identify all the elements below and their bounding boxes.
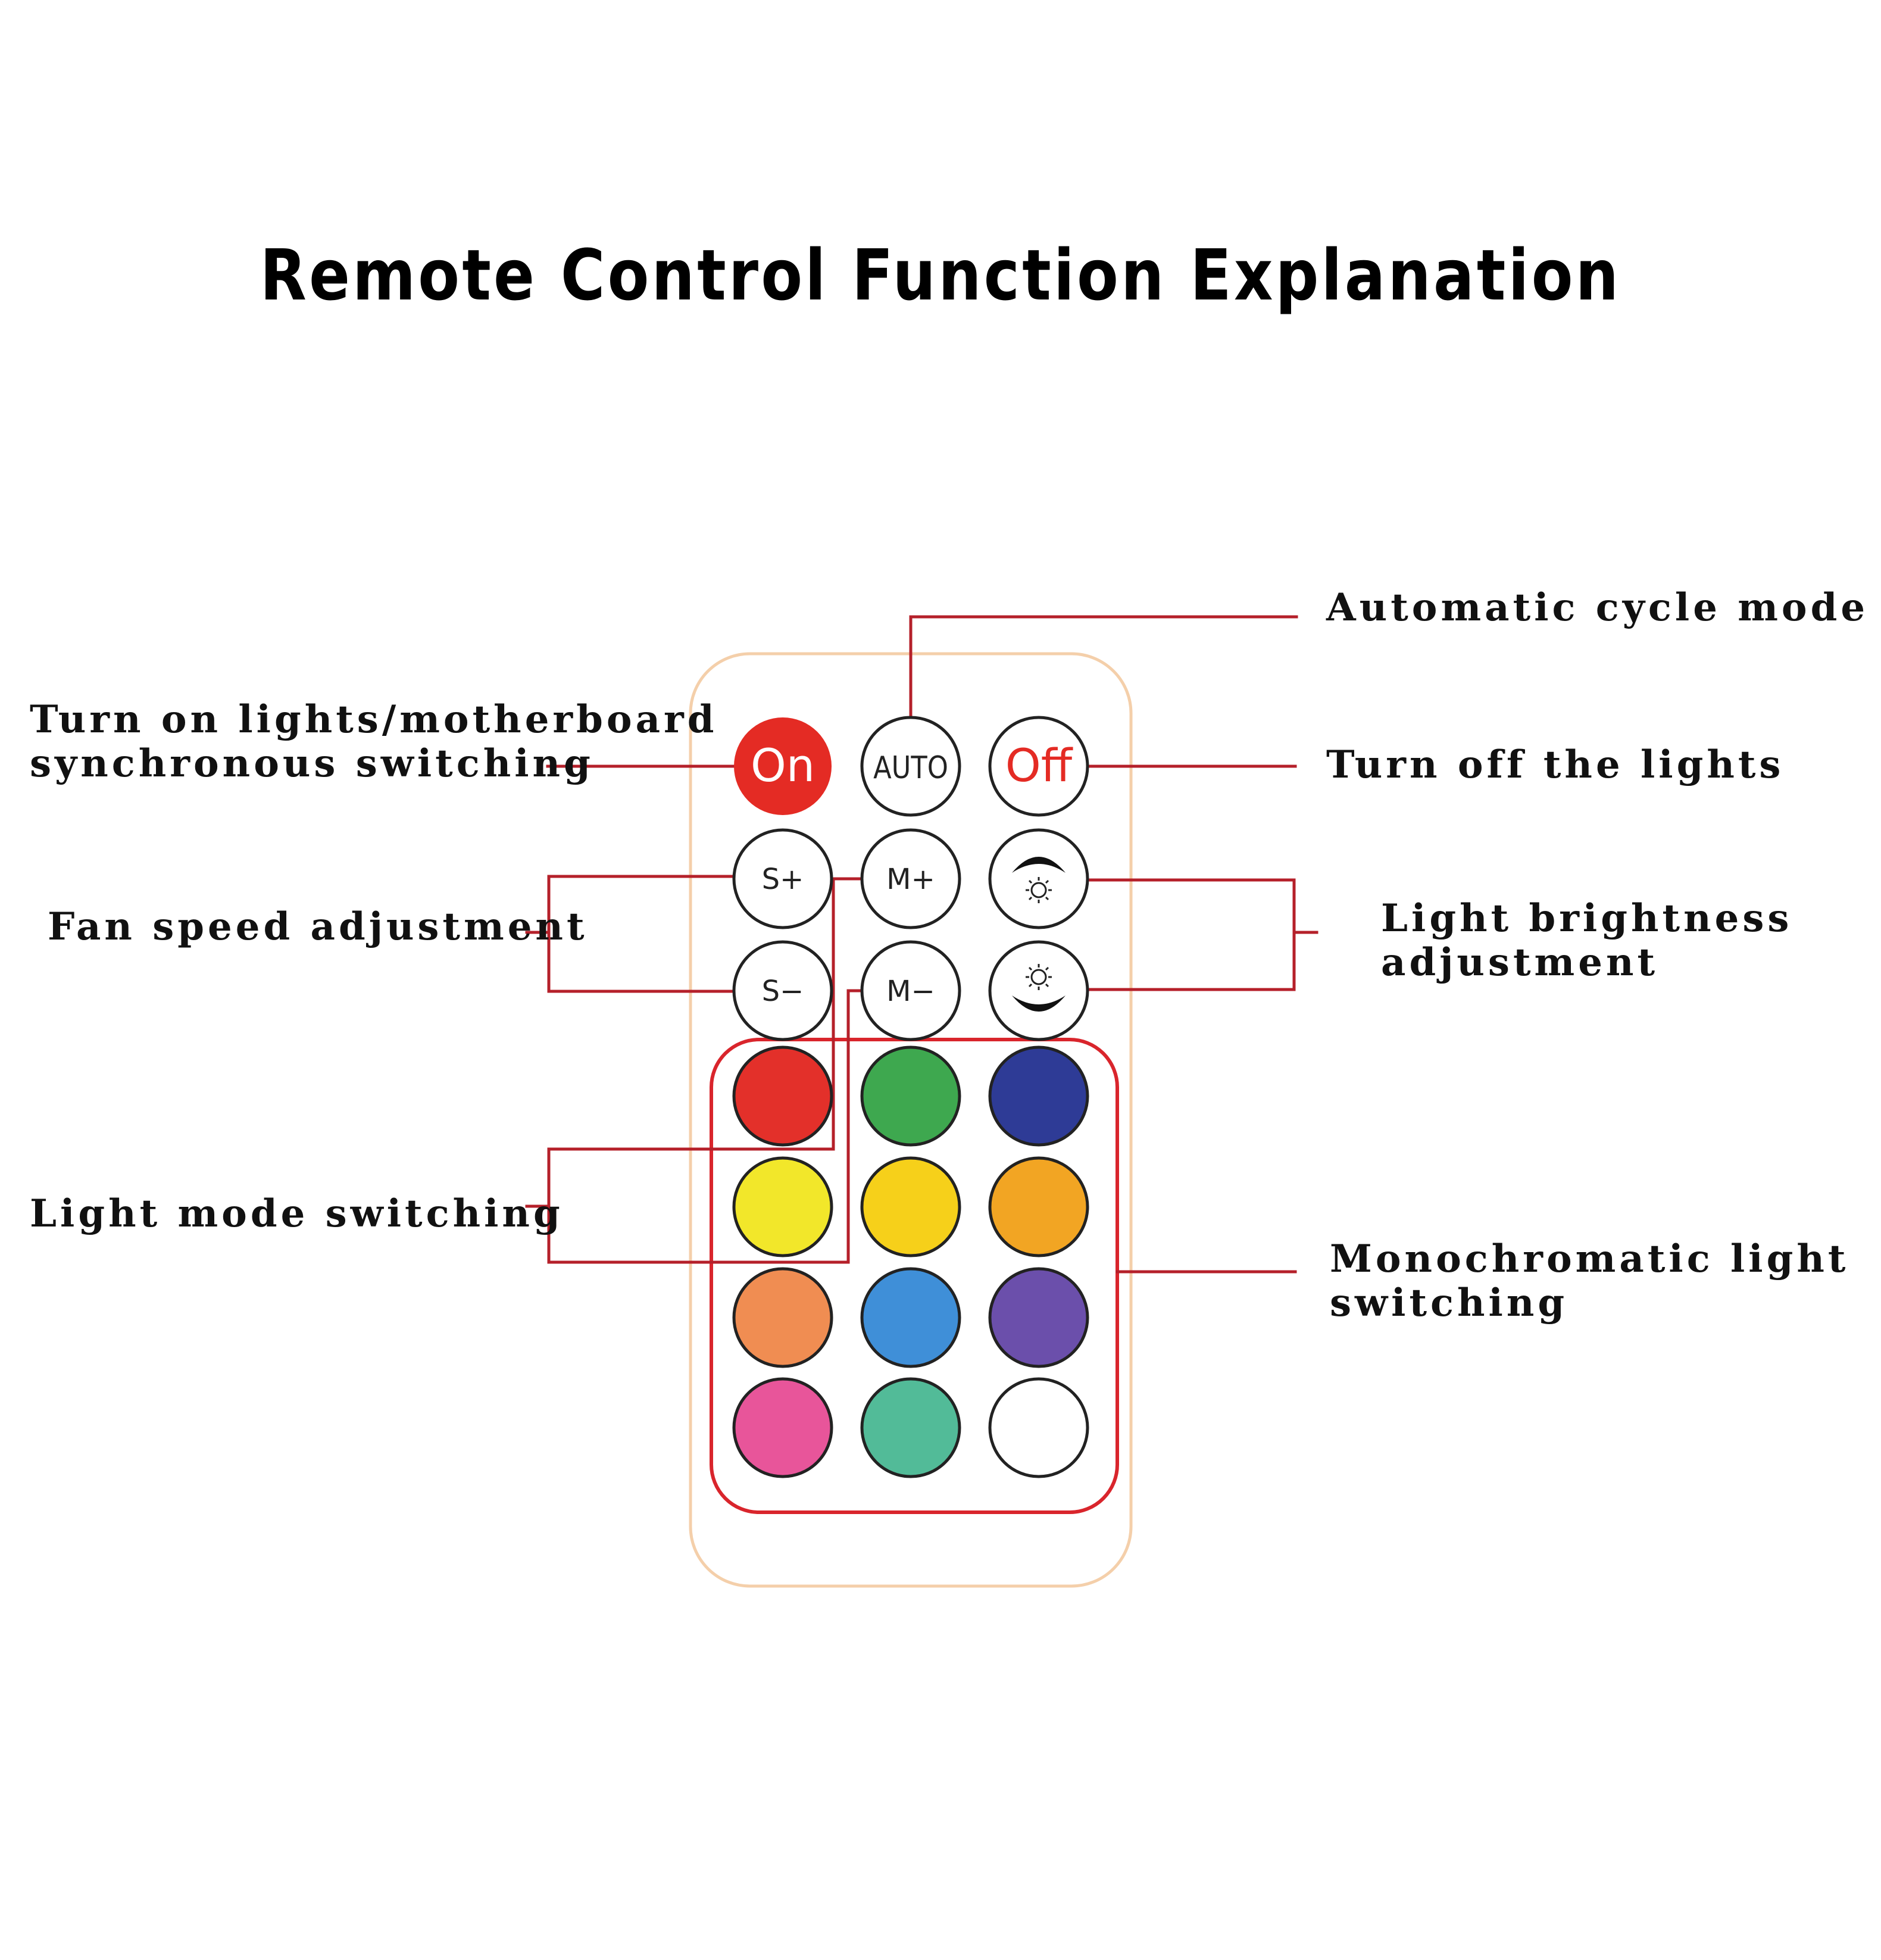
label-fan-speed: Fan speed adjustment <box>48 904 588 949</box>
color-button-pink[interactable] <box>732 1377 833 1478</box>
color-button-golden-yellow[interactable] <box>860 1156 961 1257</box>
speed-up-label: S+ <box>762 863 804 896</box>
brightness-up-icon <box>1012 857 1066 903</box>
off-button-label: Off <box>1005 739 1073 792</box>
label-light-mode: Light mode switching <box>30 1191 564 1236</box>
brightness-up-button[interactable] <box>988 828 1089 929</box>
label-mono-line1: Monochromatic light <box>1330 1237 1849 1281</box>
label-auto-cycle: Automatic cycle mode <box>1326 585 1869 630</box>
color-buttons-grid <box>732 1045 1089 1478</box>
label-turn-on-line1: Turn on lights/motherboard <box>30 697 718 742</box>
mode-up-button[interactable]: M+ <box>860 828 961 929</box>
label-turn-on: Turn on lights/motherboard synchronous s… <box>30 698 718 786</box>
color-button-sky-blue[interactable] <box>860 1267 961 1368</box>
speed-up-button[interactable]: S+ <box>732 828 833 929</box>
on-button[interactable]: On <box>734 717 832 815</box>
page-title: Remote Control Function Explanation <box>260 234 1621 316</box>
label-brightness: Light brightness adjustment <box>1381 897 1792 985</box>
color-button-light-orange[interactable] <box>732 1267 833 1368</box>
mode-down-label: M− <box>886 975 935 1008</box>
brightness-down-icon <box>1012 964 1066 1012</box>
color-button-green[interactable] <box>860 1045 961 1147</box>
label-brightness-line2: adjustment <box>1381 940 1659 985</box>
label-brightness-line1: Light brightness <box>1381 896 1793 941</box>
color-button-white[interactable] <box>988 1377 1089 1478</box>
color-button-purple[interactable] <box>988 1267 1089 1368</box>
auto-button-label: AUTO <box>873 750 948 786</box>
color-button-orange[interactable] <box>988 1156 1089 1257</box>
mode-down-button[interactable]: M− <box>860 940 961 1041</box>
on-button-label: On <box>751 739 815 792</box>
speed-down-label: S− <box>762 975 804 1008</box>
speed-down-button[interactable]: S− <box>732 940 833 1041</box>
label-monochromatic: Monochromatic light switching <box>1330 1237 1849 1325</box>
label-turn-on-line2: synchronous switching <box>30 741 594 786</box>
callout-lines <box>525 615 1318 1274</box>
off-button[interactable]: Off <box>988 716 1089 817</box>
auto-button[interactable]: AUTO <box>860 716 961 817</box>
label-turn-off: Turn off the lights <box>1326 742 1785 787</box>
color-button-teal[interactable] <box>860 1377 961 1478</box>
callout-brightness <box>1088 878 1296 991</box>
color-button-yellow[interactable] <box>732 1156 833 1257</box>
label-mono-line2: switching <box>1330 1281 1568 1325</box>
brightness-down-button[interactable] <box>988 940 1089 1041</box>
callout-auto <box>909 615 1298 723</box>
color-button-red[interactable] <box>732 1045 833 1147</box>
color-button-blue[interactable] <box>988 1045 1089 1147</box>
mode-up-label: M+ <box>886 863 935 896</box>
